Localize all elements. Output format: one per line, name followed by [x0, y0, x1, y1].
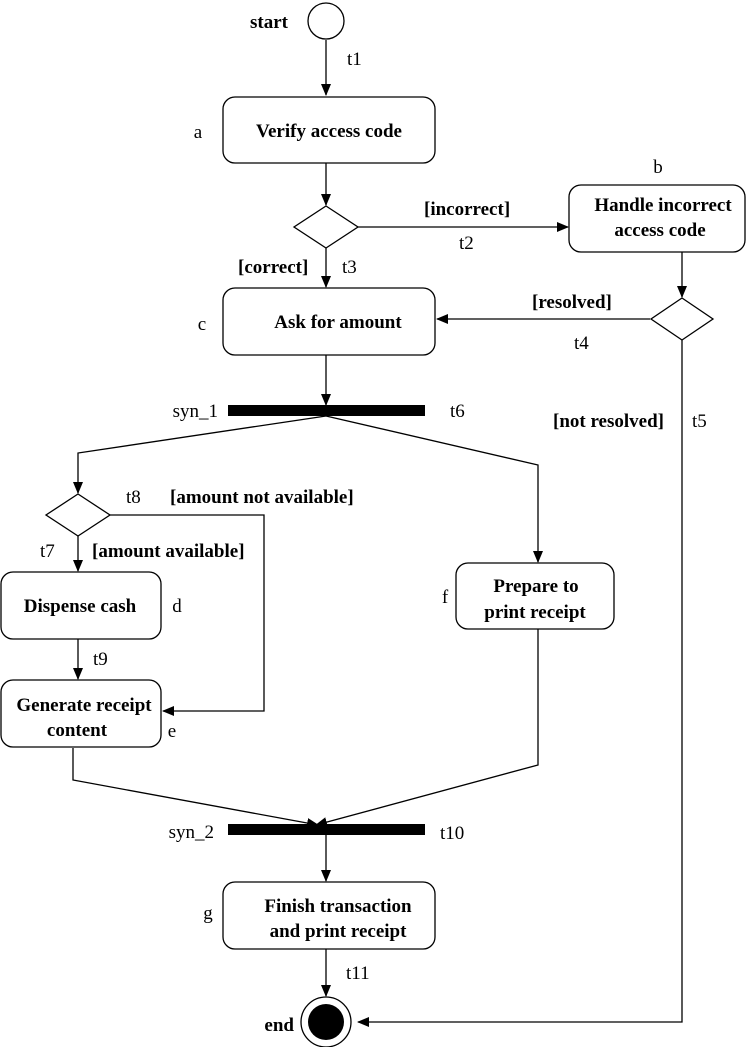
node-id-d: d [172, 596, 182, 617]
decision-access-code [292, 205, 360, 249]
action-node-c: Ask for amount [222, 287, 436, 356]
guard-amount-not-available: [amount not available] [170, 487, 354, 508]
transition-t9: t9 [93, 649, 108, 670]
edge-syn1-to-decision3 [73, 415, 327, 494]
node-c-line-1: Ask for amount [274, 312, 402, 333]
sync-bar-syn-1 [228, 405, 425, 416]
edge-syn1-to-f [325, 415, 543, 563]
transition-t8: t8 [126, 487, 141, 508]
node-f-line-1: Prepare to [493, 576, 578, 597]
sync-bar-syn-2 [228, 824, 425, 835]
action-node-b: Handle incorrect access code [568, 184, 746, 253]
node-g-line-2: and print receipt [270, 921, 408, 942]
node-b-line-1: Handle incorrect [594, 195, 732, 216]
transition-t10: t10 [440, 823, 464, 844]
transition-t4: t4 [574, 333, 589, 354]
node-e-line-2: content [47, 720, 108, 741]
node-id-b: b [653, 157, 663, 178]
node-b-line-2: access code [614, 220, 705, 241]
transition-t7: t7 [40, 541, 55, 562]
edge-decision3-to-e [110, 514, 265, 716]
edges [72, 40, 687, 1027]
node-id-f: f [442, 587, 449, 608]
sync-label-syn-2: syn_2 [169, 822, 214, 843]
action-node-e: Generate receipt content [0, 679, 162, 748]
edge-e-to-syn2 [72, 748, 319, 828]
transition-t3: t3 [342, 257, 357, 278]
transition-t5: t5 [692, 411, 707, 432]
transition-t1: t1 [347, 49, 362, 70]
action-node-d: Dispense cash [0, 571, 162, 640]
transition-t2: t2 [459, 233, 474, 254]
decision-resolved [649, 297, 715, 341]
guard-correct: [correct] [238, 257, 308, 278]
node-g-line-1: Finish transaction [264, 896, 412, 917]
node-id-g: g [203, 903, 213, 924]
node-id-c: c [198, 314, 206, 335]
guard-amount-available: [amount available] [92, 541, 245, 562]
guard-incorrect: [incorrect] [424, 199, 510, 220]
node-id-a: a [194, 122, 203, 143]
node-f-line-2: print receipt [484, 602, 586, 623]
start-node [307, 2, 345, 40]
guard-not-resolved: [not resolved] [553, 411, 664, 432]
node-d-line-1: Dispense cash [24, 596, 137, 617]
transition-t6: t6 [450, 401, 465, 422]
node-a-line-1: Verify access code [256, 121, 402, 142]
action-node-g: Finish transaction and print receipt [222, 881, 436, 950]
transition-t11: t11 [346, 963, 370, 984]
action-node-f: Prepare to print receipt [455, 562, 615, 630]
end-label: end [264, 1015, 294, 1036]
node-id-e: e [168, 721, 176, 742]
edge-f-to-syn2 [315, 629, 539, 827]
guard-resolved: [resolved] [532, 292, 612, 313]
action-node-a: Verify access code [222, 96, 436, 164]
node-e-line-1: Generate receipt [16, 695, 152, 716]
decision-amount [44, 493, 112, 537]
start-label: start [250, 12, 289, 33]
end-node [300, 996, 352, 1047]
sync-label-syn-1: syn_1 [173, 401, 218, 422]
edge-decision2-to-end [357, 340, 683, 1027]
